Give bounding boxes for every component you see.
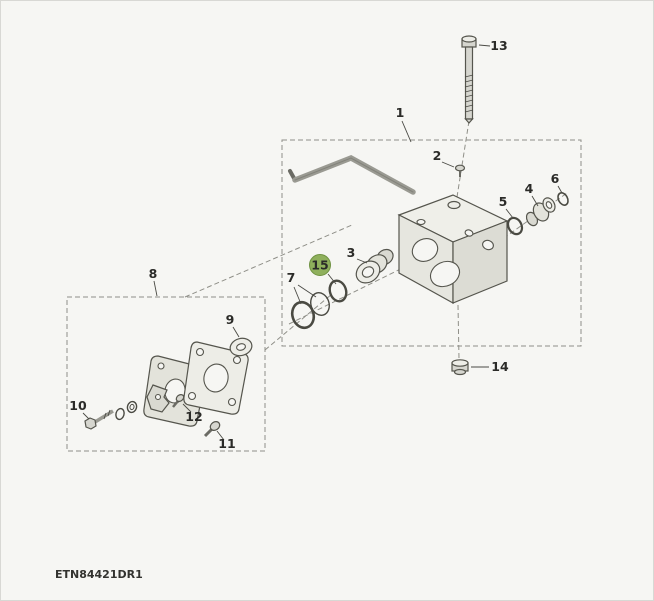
callout-11[interactable]: 11 [216, 430, 236, 451]
part-hex-plug-14 [451, 359, 469, 376]
part-oring-6 [557, 192, 569, 206]
part-screw-11 [203, 421, 221, 438]
part-hex-bolt-10 [84, 409, 114, 430]
box-connector-line-upper [184, 224, 353, 298]
callout-6[interactable]: 6 [551, 171, 563, 194]
part-screw-12 [172, 394, 185, 408]
bolt-axis-line [456, 120, 470, 198]
callout-13-label[interactable]: 13 [490, 38, 507, 53]
callout-12-label[interactable]: 12 [185, 409, 202, 424]
callout-4-label[interactable]: 4 [525, 181, 534, 196]
part-coupler-3 [355, 248, 394, 284]
callout-13[interactable]: 13 [478, 38, 508, 53]
callout-10[interactable]: 10 [69, 398, 90, 420]
main-assembly-box [281, 139, 582, 347]
part-seal-rings-7 [290, 292, 330, 330]
callout-12[interactable]: 12 [182, 403, 203, 424]
part-fitting-4 [525, 197, 556, 227]
callout-14[interactable]: 14 [471, 359, 509, 374]
callout-8-label[interactable]: 8 [149, 266, 158, 281]
part-long-bolt-13 [461, 35, 477, 124]
part-disc-9 [229, 337, 253, 357]
callout-1[interactable]: 1 [396, 105, 412, 143]
drawing-number: ETN84421DR1 [55, 568, 143, 581]
callout-15-label[interactable]: 15 [311, 258, 328, 273]
part-valve-body [397, 194, 509, 305]
callout-7[interactable]: 7 [287, 270, 317, 305]
callout-10-label[interactable]: 10 [69, 398, 87, 413]
callout-5-label[interactable]: 5 [499, 194, 508, 209]
part-snap-ring-15 [328, 279, 348, 303]
callout-6-label[interactable]: 6 [551, 171, 560, 186]
part-oring-5 [506, 216, 524, 236]
callout-9-label[interactable]: 9 [226, 312, 235, 327]
callout-2-label[interactable]: 2 [433, 148, 442, 163]
callout-4[interactable]: 4 [525, 181, 539, 207]
callout-5[interactable]: 5 [499, 194, 514, 219]
part-handle-rod [288, 154, 416, 195]
callout-3[interactable]: 3 [347, 245, 368, 264]
sub-assembly-box [66, 296, 266, 452]
plug-axis-line [457, 304, 460, 360]
part-cover-plate-front [183, 341, 249, 415]
callout-9[interactable]: 9 [226, 312, 240, 338]
callout-15-highlighted[interactable]: 15 [309, 254, 337, 285]
part-plug-screw-2 [454, 164, 466, 177]
callout-15-highlight-circle[interactable] [309, 254, 331, 276]
callout-8[interactable]: 8 [149, 266, 158, 297]
part-washers [115, 400, 138, 421]
callout-7-label[interactable]: 7 [287, 270, 296, 285]
part-bracket [146, 384, 170, 413]
callout-3-label[interactable]: 3 [347, 245, 356, 260]
callout-14-label[interactable]: 14 [491, 359, 509, 374]
callout-1-label[interactable]: 1 [396, 105, 405, 120]
callout-11-label[interactable]: 11 [218, 436, 235, 451]
box-connector-line-lower [264, 293, 333, 351]
callout-2[interactable]: 2 [433, 148, 455, 168]
